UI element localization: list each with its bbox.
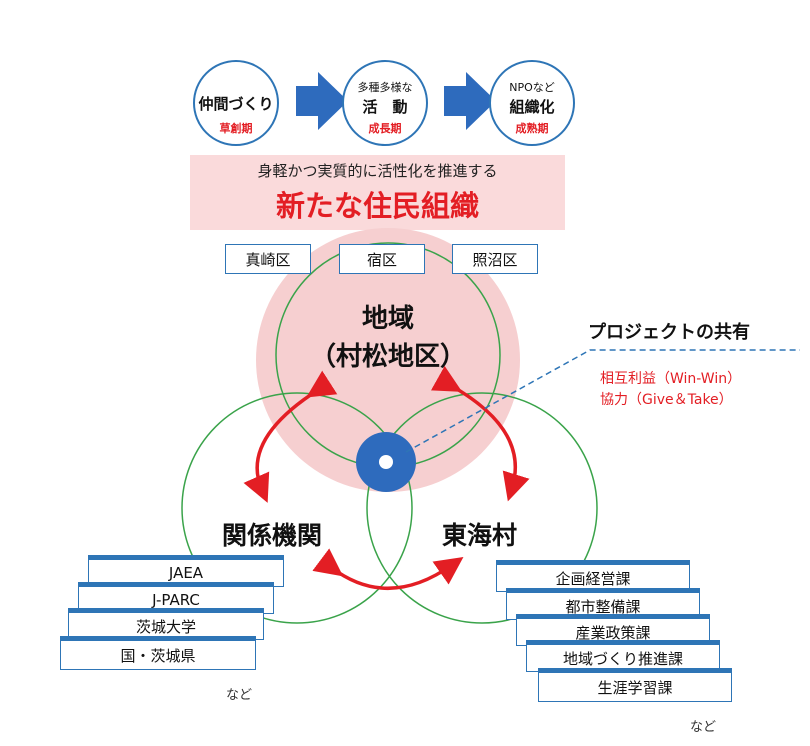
- project-title: プロジェクトの共有: [588, 322, 750, 343]
- stage-circle-2: [342, 60, 428, 146]
- institutions-label: 関係機関: [222, 521, 323, 550]
- stage-3-main: 組織化: [509, 98, 555, 116]
- ward-terunuma: 照沼区: [452, 244, 538, 274]
- arrow-institutions-village: [312, 548, 464, 590]
- region-label-line1: 地域: [361, 304, 414, 334]
- flow-arrow-2: [444, 72, 496, 130]
- stage-2-main: 活 動: [362, 98, 408, 116]
- project-target-center: [379, 455, 393, 469]
- banner-subtitle: 身軽かつ実質的に活性化を推進する: [257, 162, 498, 180]
- institution-item-jaea: JAEA: [88, 555, 284, 587]
- institution-item-ibaraki-univ: 茨城大学: [68, 608, 264, 640]
- region-label-line2: （村松地区）: [309, 342, 466, 372]
- stage-3-top: NPOなど: [509, 81, 555, 94]
- village-item-lifelong: 生涯学習課: [538, 668, 732, 702]
- stage-2-period: 成長期: [368, 122, 402, 135]
- village-item-community: 地域づくり推進課: [526, 640, 720, 672]
- village-etc: など: [690, 720, 717, 735]
- banner-title: 新たな住民組織: [275, 189, 479, 223]
- ward-masaki: 真崎区: [225, 244, 311, 274]
- project-line2: 協力（Give＆Take）: [600, 392, 733, 408]
- arrow-region-institutions: [243, 370, 338, 503]
- flow-arrow-1: [296, 72, 348, 130]
- stage-3-period: 成熟期: [515, 122, 549, 135]
- project-line1: 相互利益（Win-Win）: [600, 371, 742, 387]
- stage-1-main: 仲間づくり: [198, 95, 274, 113]
- arrow-region-village: [430, 365, 530, 502]
- ward-shuku: 宿区: [339, 244, 425, 274]
- stage-circle-3: [489, 60, 575, 146]
- stage-2-top: 多種多様な: [357, 81, 413, 94]
- institution-item-prefecture: 国・茨城県: [60, 636, 256, 670]
- banner-background: [190, 155, 565, 230]
- village-item-planning: 企画経営課: [496, 560, 690, 592]
- stage-circle-1: [193, 60, 279, 146]
- institutions-etc: など: [226, 688, 253, 703]
- project-leader-line: [405, 349, 800, 453]
- village-label: 東海村: [442, 521, 518, 550]
- stage-1-period: 草創期: [219, 122, 253, 135]
